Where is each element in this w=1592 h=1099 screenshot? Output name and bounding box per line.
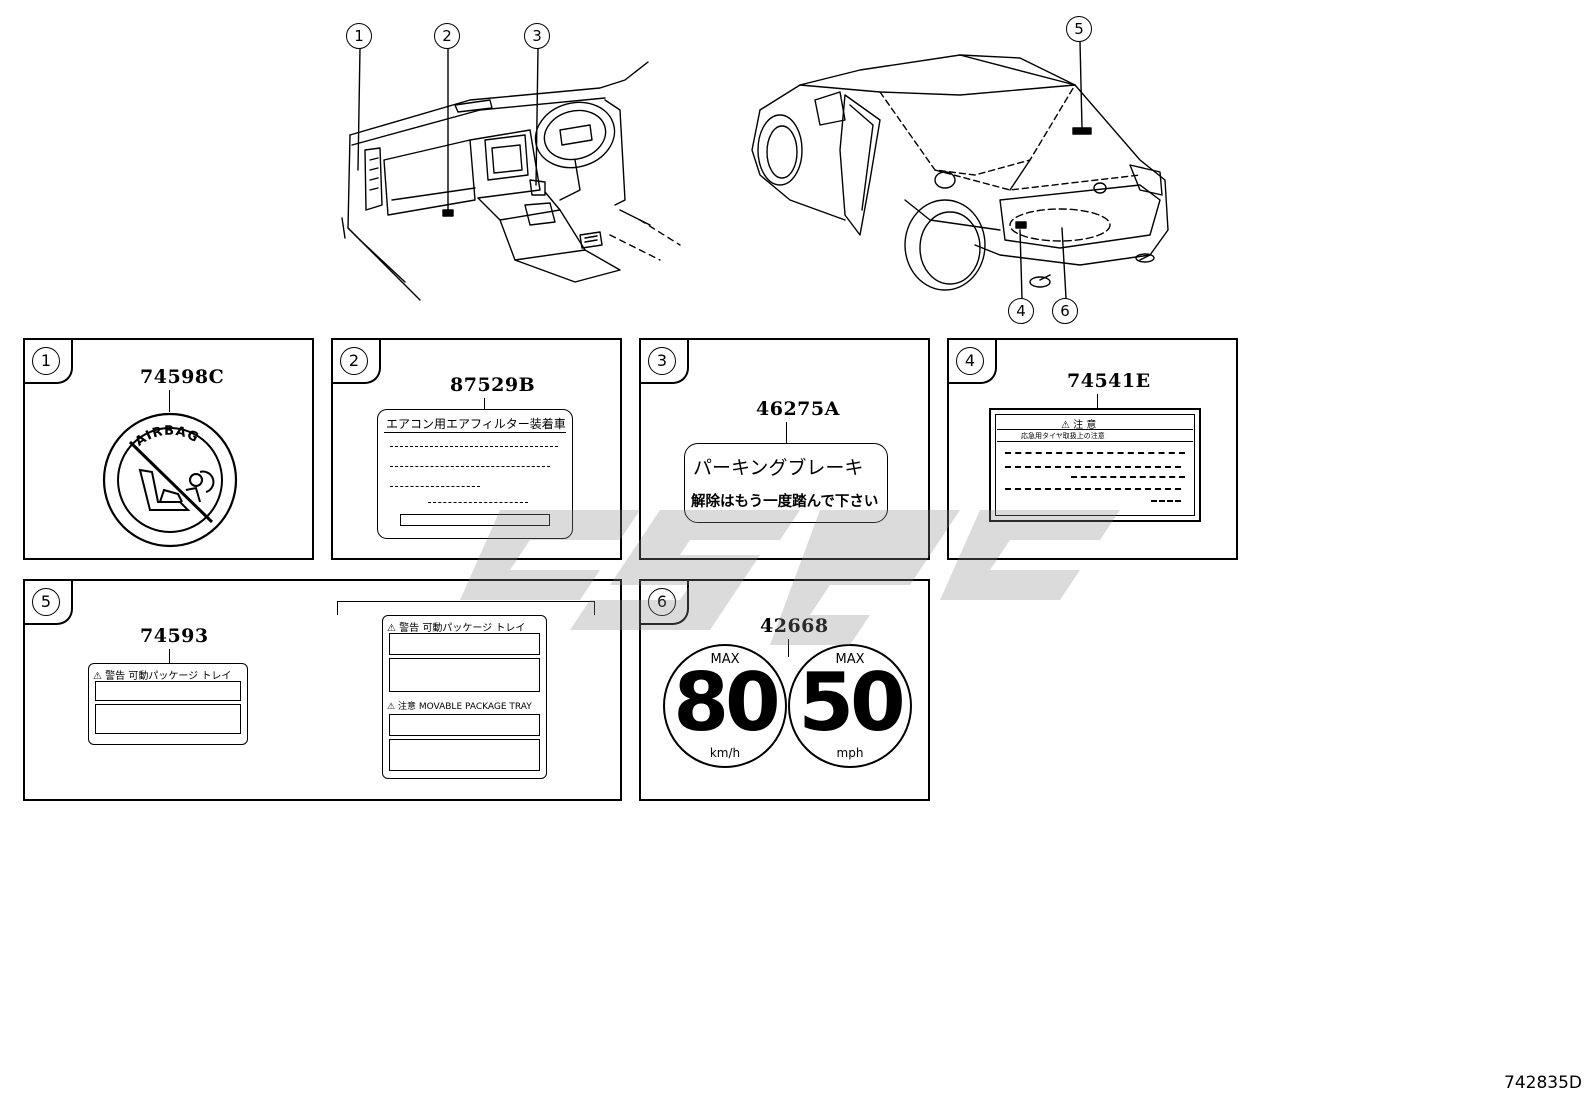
overview-callout-3: 3: [524, 23, 550, 49]
divider: [997, 429, 1193, 430]
large-label-header-jp: ⚠ 警告 可動パッケージ トレイ: [387, 623, 526, 634]
panel-6-speed-limit-label: 6 42668 MAX 80 km/h MAX 50 mph: [639, 579, 930, 801]
leader-line: [786, 422, 787, 444]
leader-line: [1097, 394, 1098, 408]
text-placeholder: [1005, 452, 1185, 454]
parking-brake-line-1: パーキングブレーキ: [693, 457, 864, 479]
divider: [384, 432, 566, 433]
bracket: [337, 601, 595, 615]
panel-index: 5: [32, 588, 60, 616]
figure-code: 742835D: [1504, 1073, 1582, 1093]
text-box-placeholder: [389, 633, 540, 655]
part-number: 42668: [760, 615, 829, 637]
text-box-placeholder: [389, 658, 540, 692]
airbag-arc-text: AIRBAG: [133, 424, 201, 450]
sign-unit: km/h: [709, 746, 741, 760]
text-box-placeholder: [400, 514, 550, 526]
sign-speed-value: 50: [798, 656, 905, 749]
panel-tab: 2: [333, 340, 381, 384]
text-placeholder: [428, 502, 528, 503]
text-placeholder: [390, 446, 558, 447]
panel-index: 3: [648, 347, 676, 375]
package-tray-large-label: ⚠ 警告 可動パッケージ トレイ ⚠ 注意 MOVABLE PACKAGE TR…: [382, 615, 547, 779]
overview-illustration: [341, 41, 1169, 301]
text-placeholder: [390, 466, 550, 467]
svg-text:AIRBAG: AIRBAG: [133, 424, 202, 450]
part-number: 74541E: [1067, 370, 1151, 392]
text-box-placeholder: [95, 704, 241, 734]
small-label-header: ⚠ 警告 可動パッケージ トレイ: [93, 671, 232, 682]
leader-line: [788, 639, 789, 657]
small-label-header-text: 警告 可動パッケージ トレイ: [105, 671, 232, 682]
large-label-header-en: ⚠ 注意 MOVABLE PACKAGE TRAY: [387, 702, 532, 712]
large-label-header-jp-text: 警告 可動パッケージ トレイ: [399, 623, 526, 634]
overview-callout-5: 5: [1066, 16, 1092, 42]
text-box-placeholder: [389, 714, 540, 736]
inner-border: [995, 414, 1195, 516]
panel-tab: 5: [25, 581, 73, 625]
text-box-placeholder: [389, 739, 540, 771]
text-placeholder: [1071, 476, 1185, 478]
large-label-en-tag: 注意: [397, 702, 416, 712]
speed-sign-kmh: MAX 80 km/h: [663, 644, 787, 768]
sign-max-text: MAX: [835, 652, 865, 667]
parking-brake-label: パーキングブレーキ 解除はもう一度踏んで下さい: [684, 443, 888, 523]
leader-line: [484, 398, 485, 410]
panel-tab: 1: [25, 340, 73, 384]
overview-callout-4: 4: [1008, 298, 1034, 324]
caution-subtitle: 応急用タイヤ取扱上の注意: [1021, 432, 1105, 440]
panel-2-air-filter-label: 2 87529B エアコン用エアフィルター装着車: [331, 338, 622, 560]
overview-callout-2: 2: [434, 23, 460, 49]
text-placeholder: [390, 486, 480, 487]
speed-sign-mph: MAX 50 mph: [788, 644, 912, 768]
air-filter-label-title: エアコン用エアフィルター装着車: [386, 417, 566, 431]
watermark-logo: [460, 510, 1120, 645]
sign-speed-value: 80: [673, 656, 780, 749]
text-placeholder: [1005, 466, 1181, 468]
panel-index: 1: [32, 347, 60, 375]
large-label-en-text: MOVABLE PACKAGE TRAY: [418, 702, 532, 712]
sign-unit: mph: [836, 746, 864, 760]
package-tray-small-label: ⚠ 警告 可動パッケージ トレイ: [88, 663, 248, 745]
panel-tab: 4: [949, 340, 997, 384]
overview-callout-1: 1: [346, 23, 372, 49]
airbag-warning-icon: AIRBAG: [102, 412, 238, 548]
caution-title: ⚠ 注 意: [1061, 420, 1097, 431]
part-number: 74598C: [140, 366, 225, 388]
panel-5-package-tray-label: 5 74593 ⚠ 警告 可動パッケージ トレイ ⚠ 警告 可動パッケージ トレ…: [23, 579, 622, 801]
panel-3-parking-brake-label: 3 46275A パーキングブレーキ 解除はもう一度踏んで下さい: [639, 338, 930, 560]
panel-tab: 6: [641, 581, 689, 625]
text-placeholder: [1151, 500, 1181, 502]
panel-1-airbag-label: 1 74598C AIRBAG: [23, 338, 314, 560]
leader-line: [169, 649, 170, 663]
panel-tab: 3: [641, 340, 689, 384]
divider: [997, 441, 1193, 442]
panel-4-spare-tire-label: 4 74541E ⚠ 注 意 応急用タイヤ取扱上の注意: [947, 338, 1238, 560]
overview-callout-6: 6: [1052, 298, 1078, 324]
part-number: 87529B: [450, 374, 536, 396]
parking-brake-line-2: 解除はもう一度踏んで下さい: [691, 494, 879, 510]
sign-max-text: MAX: [710, 652, 740, 667]
panel-index: 4: [956, 347, 984, 375]
panel-index: 2: [340, 347, 368, 375]
part-number: 74593: [140, 625, 209, 647]
panel-index: 6: [648, 588, 676, 616]
leader-line: [169, 390, 170, 412]
part-number: 46275A: [756, 398, 840, 420]
spare-tire-label: ⚠ 注 意 応急用タイヤ取扱上の注意: [989, 408, 1201, 522]
text-box-placeholder: [95, 681, 241, 701]
caution-title-text: 注 意: [1073, 420, 1097, 431]
text-placeholder: [1005, 488, 1181, 490]
air-filter-label: エアコン用エアフィルター装着車: [377, 409, 573, 539]
